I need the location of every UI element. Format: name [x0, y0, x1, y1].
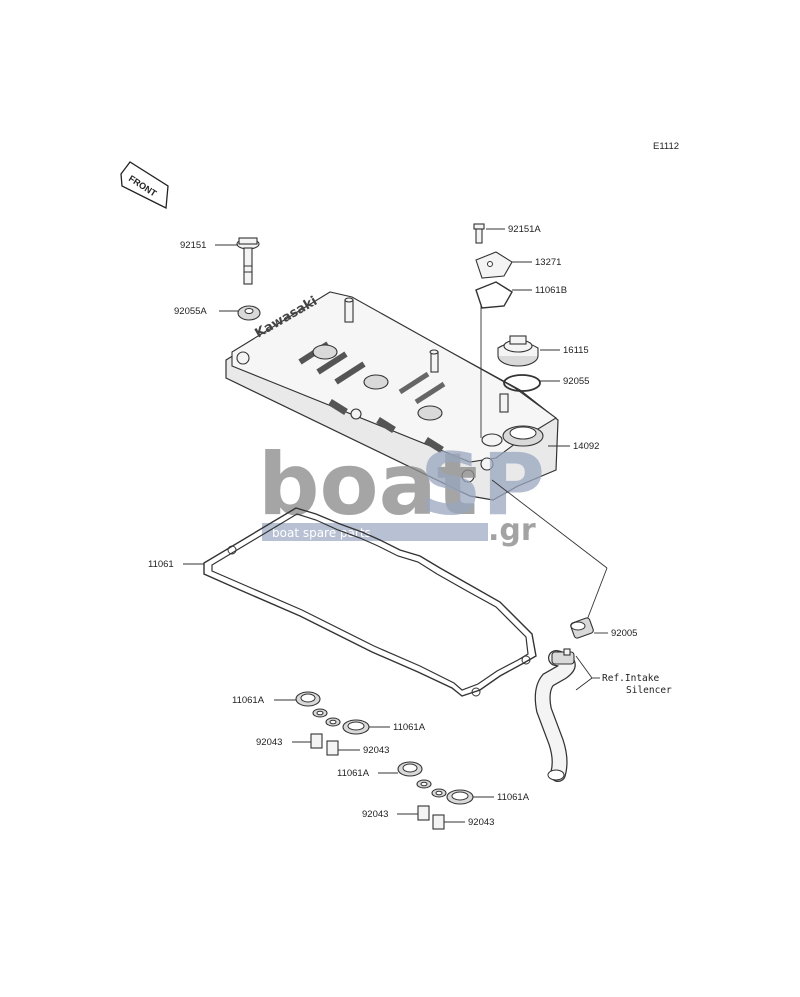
label-92043-1: 92043 [256, 737, 282, 748]
diagram-code: E1112 [653, 141, 679, 152]
watermark-tagline: boat spare parts [272, 526, 371, 540]
label-92055: 92055 [563, 376, 589, 387]
bolt-92151 [236, 237, 260, 285]
gasket-11061B [475, 281, 513, 309]
grommet-92055A [237, 305, 261, 321]
watermark-suffix: .gr [488, 513, 536, 548]
breather-hose [534, 648, 576, 782]
watermark: boat SP .gr boat spare parts [258, 435, 545, 548]
label-92043-2: 92043 [363, 745, 389, 756]
watermark-brand-a: boat [258, 435, 478, 535]
seal-group-1 [295, 691, 370, 756]
label-11061: 11061 [148, 559, 174, 570]
label-11061A-1: 11061A [232, 695, 265, 706]
label-92043-4: 92043 [468, 817, 494, 828]
oil-filler-cap-16115 [497, 335, 539, 367]
bolt-92151A [473, 223, 485, 244]
watermark-brand-b: SP [420, 435, 545, 535]
label-11061A-3: 11061A [337, 768, 370, 779]
label-92151: 92151 [180, 240, 206, 251]
ref-label-line1: Ref.Intake [602, 673, 659, 684]
label-92151A: 92151A [508, 224, 541, 235]
label-92055A: 92055A [174, 306, 207, 317]
label-92005: 92005 [611, 628, 637, 639]
label-16115: 16115 [563, 345, 589, 356]
ref-label-line2: Silencer [626, 685, 672, 696]
label-14092: 14092 [573, 441, 599, 452]
seal-group-2 [397, 761, 474, 830]
plate-13271 [475, 251, 513, 279]
label-11061B: 11061B [535, 285, 567, 296]
o-ring-92055 [503, 374, 541, 392]
label-92043-3: 92043 [362, 809, 388, 820]
label-11061A-2: 11061A [393, 722, 426, 733]
label-13271: 13271 [535, 257, 561, 268]
label-11061A-4: 11061A [497, 792, 530, 803]
hose-joint-92005 [570, 617, 594, 639]
front-arrow-icon: FRONT [120, 161, 169, 210]
cover-gasket-11061 [203, 507, 537, 697]
